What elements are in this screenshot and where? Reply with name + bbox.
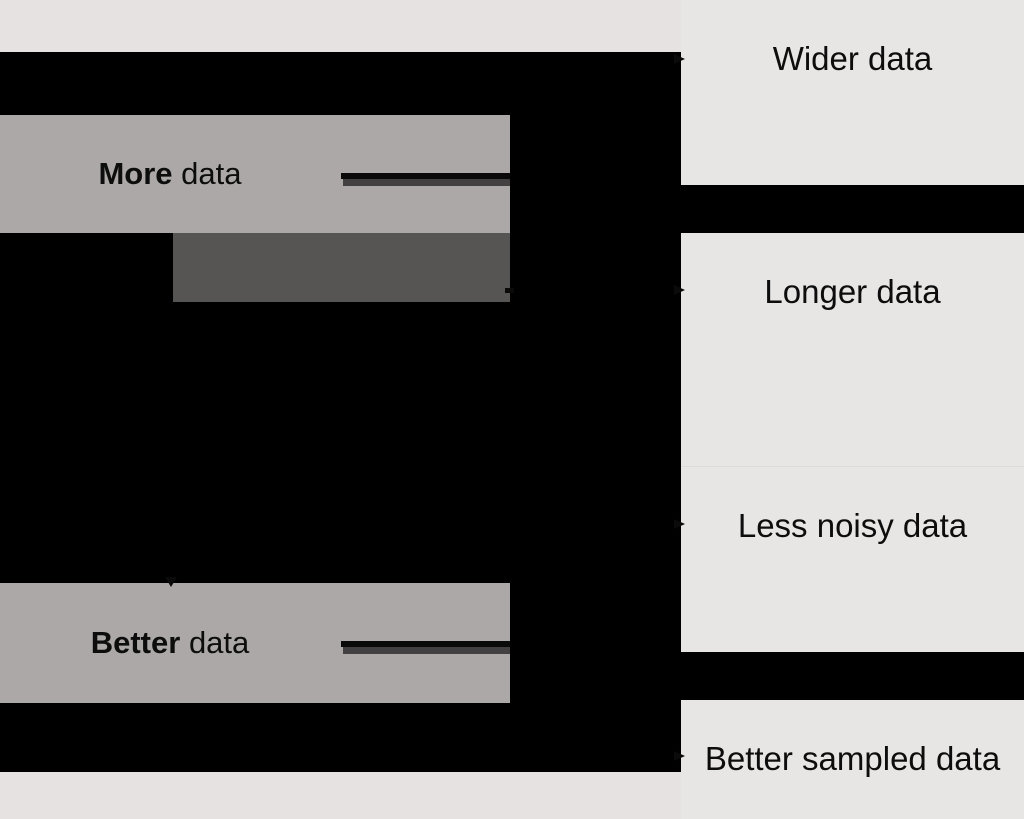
arrowhead-wider-icon	[674, 54, 685, 64]
arrowhead-better-sampled-icon	[674, 751, 685, 761]
longer-data-box: Longer data	[681, 233, 1024, 466]
background-strip-top	[0, 0, 681, 52]
more-data-label: More data	[0, 156, 340, 192]
arrow-shadow-more	[343, 179, 510, 186]
less-noisy-data-label: Less noisy data	[737, 507, 968, 544]
longer-data-label: Longer data	[764, 273, 941, 310]
background-strip-bottom	[0, 772, 681, 819]
arrow-shadow-better	[343, 647, 510, 654]
more-data-label-rest: data	[181, 156, 242, 191]
wider-data-label: Wider data	[772, 40, 933, 77]
better-sampled-data-box: Better sampled data	[681, 700, 1024, 819]
more-data-label-bold: More	[98, 156, 173, 191]
arrow-line-more-to-wider	[341, 173, 510, 179]
box-divider	[681, 466, 1024, 467]
better-data-label-rest: data	[188, 625, 250, 660]
less-noisy-data-box: Less noisy data	[681, 467, 1024, 652]
arrow-tick-longer-icon	[505, 288, 514, 293]
down-arrowhead-icon	[165, 577, 177, 587]
better-data-label: Better data	[0, 625, 340, 661]
arrowhead-longer-icon	[674, 285, 685, 295]
wider-data-box: Wider data	[681, 0, 1024, 185]
arrowhead-less-noisy-icon	[674, 519, 685, 529]
better-sampled-data-label: Better sampled data	[704, 740, 1001, 777]
better-data-label-bold: Better	[90, 625, 181, 660]
arrow-line-better-to-less-noisy	[341, 641, 510, 647]
dark-gray-box	[173, 233, 510, 302]
